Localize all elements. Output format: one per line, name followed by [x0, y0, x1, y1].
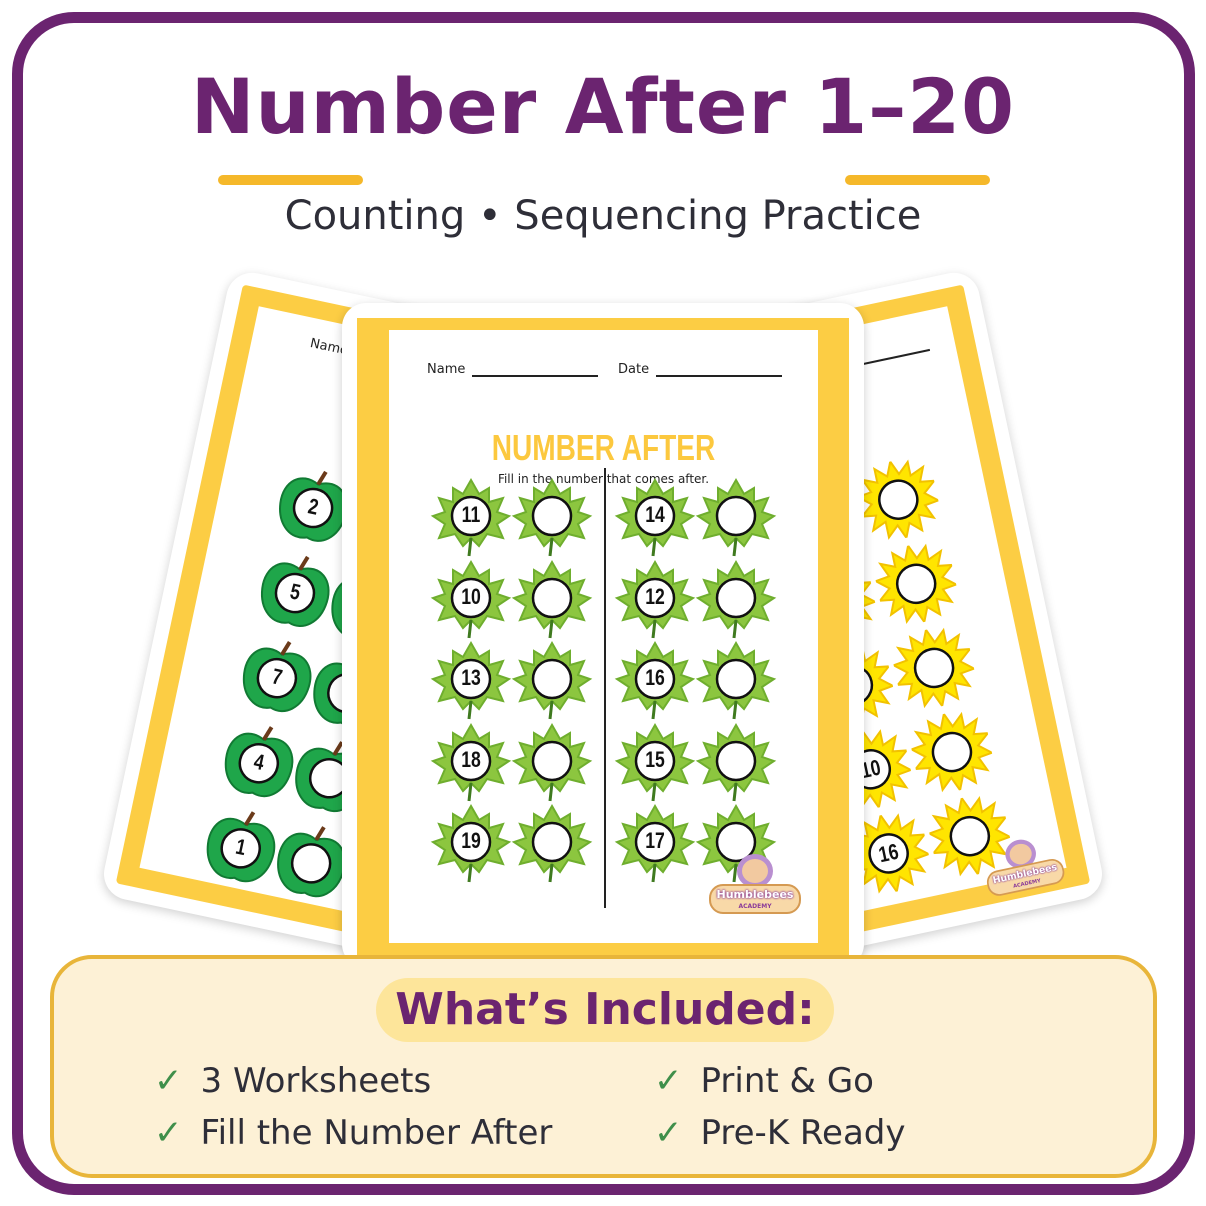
leaf-number: 13	[461, 665, 481, 690]
leaf-icon	[696, 641, 776, 721]
check-icon: ✓	[154, 1113, 183, 1153]
leaf-number-item: 11	[429, 476, 513, 560]
leaf-number: 14	[645, 502, 665, 527]
leaf-number-item: 17	[613, 802, 697, 886]
included-item: ✓3 Worksheets	[154, 1061, 432, 1101]
leaf-answer-blank	[694, 558, 778, 642]
leaf-answer-blank	[694, 476, 778, 560]
leaf-number-item: 14	[613, 476, 697, 560]
leaf-number: 19	[461, 828, 481, 853]
included-item: ✓Print & Go	[654, 1061, 874, 1101]
leaf-number-item: 19	[429, 802, 513, 886]
sun-blank	[905, 705, 999, 799]
leaf-answer-blank	[694, 639, 778, 723]
leaf-number: 17	[645, 828, 665, 853]
check-icon: ✓	[154, 1061, 183, 1101]
check-icon: ✓	[654, 1061, 683, 1101]
leaf-number: 10	[461, 583, 481, 609]
leaf-number-item: 15	[613, 721, 697, 805]
sun-blank	[852, 453, 945, 546]
worksheet-leaves: Name Date NUMBER AFTER Fill in the numbe…	[342, 303, 864, 968]
name-line	[472, 375, 598, 377]
leaf-icon	[696, 478, 776, 558]
leaf-number: 18	[461, 746, 481, 772]
leaf-number-item: 10	[429, 558, 513, 642]
subtitle: Counting • Sequencing Practice	[284, 193, 922, 239]
leaf-icon	[512, 723, 592, 802]
leaf-number-item: 12	[613, 558, 697, 642]
leaf-icon	[512, 641, 592, 721]
leaf-number-item: 16	[613, 639, 697, 723]
date-label: Date	[618, 362, 650, 377]
leaf-answer-blank	[510, 558, 594, 642]
leaf-answer-blank	[694, 721, 778, 805]
column-divider	[604, 468, 606, 908]
leaf-answer-blank	[510, 476, 594, 560]
leaf-number: 12	[645, 583, 665, 609]
leaf-number-item: 18	[429, 721, 513, 805]
leaf-number: 11	[461, 502, 481, 527]
leaf-answer-blank	[510, 802, 594, 886]
leaf-icon	[512, 560, 592, 639]
whats-included-panel: What’s Included: ✓3 Worksheets ✓Fill the…	[50, 955, 1157, 1178]
page-title: Number After 1–20	[190, 62, 1016, 151]
included-item: ✓Pre-K Ready	[654, 1113, 906, 1153]
leaf-answer-blank	[510, 721, 594, 805]
leaf-icon	[696, 723, 776, 802]
leaf-number: 16	[645, 665, 665, 690]
title-underline-right	[845, 175, 990, 185]
worksheet-title: NUMBER AFTER	[491, 427, 716, 468]
sun-blank	[869, 537, 963, 631]
included-heading: What’s Included:	[376, 978, 834, 1042]
name-label: Name	[427, 362, 466, 377]
leaf-answer-blank	[510, 639, 594, 723]
title-underline-left	[218, 175, 363, 185]
leaf-number-item: 13	[429, 639, 513, 723]
check-icon: ✓	[654, 1113, 683, 1153]
included-item: ✓Fill the Number After	[154, 1113, 553, 1153]
leaf-icon	[512, 478, 592, 558]
sun-blank	[887, 621, 981, 715]
leaf-icon	[512, 804, 592, 884]
leaf-icon	[696, 560, 776, 639]
leaf-number: 15	[645, 746, 665, 772]
date-line	[656, 375, 782, 377]
